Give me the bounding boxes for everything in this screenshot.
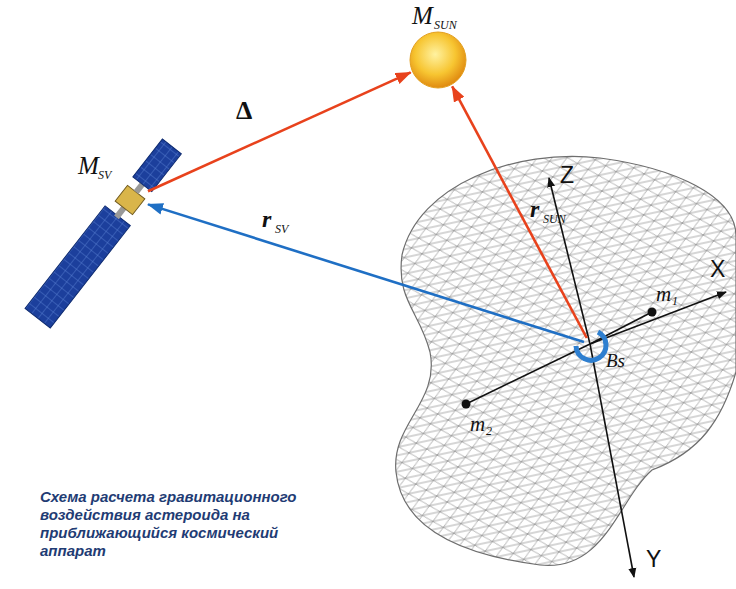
figure-label: 2 bbox=[486, 424, 492, 439]
origin-arc bbox=[576, 332, 606, 360]
satellite-node: MSV bbox=[114, 182, 148, 216]
figure-label: X bbox=[710, 256, 725, 283]
node-label: SUN bbox=[434, 18, 457, 33]
vector-arrow bbox=[452, 86, 587, 338]
node-label: Bs bbox=[606, 350, 625, 372]
mass-point bbox=[462, 400, 471, 409]
figure-label: SV bbox=[275, 222, 288, 237]
asteroid-mesh bbox=[396, 156, 736, 565]
vector-arrow bbox=[148, 204, 584, 342]
sun-node: MSUN bbox=[410, 32, 466, 88]
node-label: SV bbox=[98, 168, 111, 183]
axes bbox=[466, 178, 726, 577]
figure-label: SUN bbox=[543, 212, 566, 227]
edge-label: Δ bbox=[236, 96, 252, 126]
sun-disc bbox=[410, 32, 466, 88]
node-label: M bbox=[412, 2, 433, 30]
figure-label: Y bbox=[646, 546, 661, 573]
node-label: M bbox=[78, 152, 99, 180]
satellite bbox=[25, 137, 184, 328]
figure-label: r bbox=[262, 206, 271, 233]
figure-label: m bbox=[470, 412, 485, 437]
vector-arrow bbox=[148, 72, 411, 191]
mass-point bbox=[648, 308, 657, 317]
figure-label: m bbox=[656, 282, 671, 307]
figure-label: 1 bbox=[672, 294, 678, 309]
figure-caption: Схема расчета гравитационного воздействи… bbox=[40, 488, 310, 560]
origin-node: Bs bbox=[584, 338, 596, 350]
figure-label: r bbox=[530, 196, 539, 223]
figure-label: Z bbox=[560, 162, 574, 189]
